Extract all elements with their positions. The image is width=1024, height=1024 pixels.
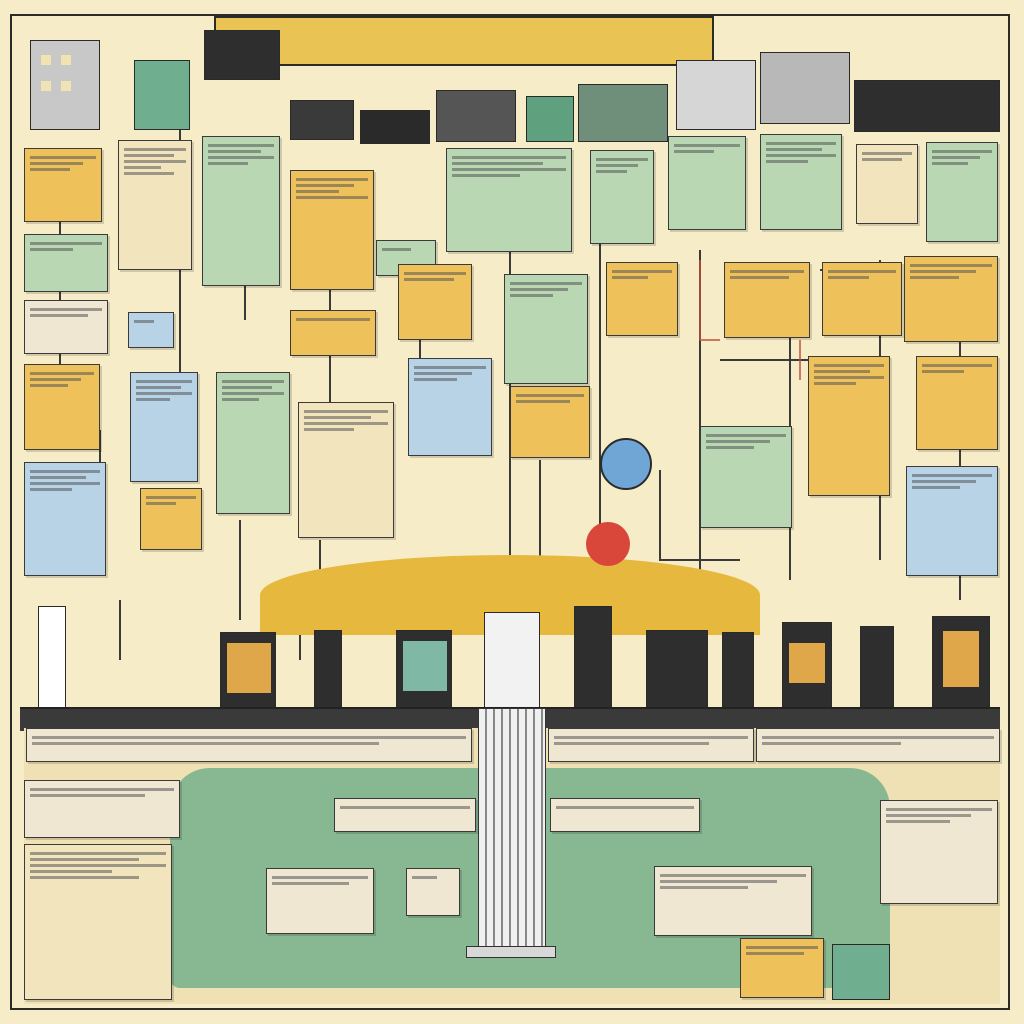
info-card bbox=[408, 358, 492, 456]
info-card bbox=[130, 372, 198, 482]
building-icon bbox=[204, 30, 280, 80]
house-icon bbox=[832, 944, 890, 1000]
central-column bbox=[478, 708, 546, 958]
bottom-panel bbox=[266, 868, 374, 934]
building-icon bbox=[722, 632, 754, 708]
house-icon bbox=[782, 622, 832, 708]
info-card bbox=[926, 142, 998, 242]
column-base bbox=[466, 946, 556, 958]
bottom-panel bbox=[740, 938, 824, 998]
info-card bbox=[202, 136, 280, 286]
building-icon bbox=[396, 630, 452, 708]
street-panel bbox=[548, 728, 754, 762]
bottom-panel bbox=[334, 798, 476, 832]
info-card bbox=[24, 364, 100, 450]
bottom-panel bbox=[406, 868, 460, 916]
info-card bbox=[118, 140, 192, 270]
info-card bbox=[24, 462, 106, 576]
info-card bbox=[504, 274, 588, 384]
info-card bbox=[760, 134, 842, 230]
building-icon bbox=[314, 630, 342, 708]
diagram-frame bbox=[10, 14, 1010, 1010]
info-card bbox=[290, 170, 374, 290]
info-card bbox=[510, 386, 590, 458]
info-card bbox=[128, 312, 174, 348]
building-icon bbox=[526, 96, 574, 142]
bottom-panel bbox=[654, 866, 812, 936]
building-icon bbox=[360, 110, 430, 144]
info-card bbox=[216, 372, 290, 514]
red-badge bbox=[586, 522, 630, 566]
building-icon bbox=[220, 632, 276, 708]
info-card bbox=[916, 356, 998, 450]
info-card bbox=[904, 256, 998, 342]
info-card bbox=[606, 262, 678, 336]
globe-icon bbox=[600, 438, 652, 490]
info-card bbox=[808, 356, 890, 496]
info-card bbox=[856, 144, 918, 224]
info-card bbox=[24, 234, 108, 292]
building-icon bbox=[760, 52, 850, 124]
info-card bbox=[398, 264, 472, 340]
house-icon bbox=[484, 612, 540, 708]
bottom-panel bbox=[24, 844, 172, 1000]
house-icon bbox=[860, 626, 894, 708]
tower-icon bbox=[30, 40, 100, 130]
title-banner bbox=[214, 16, 714, 66]
info-card bbox=[590, 150, 654, 244]
bottom-panel bbox=[880, 800, 998, 904]
info-card bbox=[724, 262, 810, 338]
info-card bbox=[906, 466, 998, 576]
factory-icon bbox=[290, 100, 354, 140]
bottom-panel bbox=[24, 780, 180, 838]
info-card bbox=[298, 402, 394, 538]
info-card bbox=[822, 262, 902, 336]
street-panel bbox=[756, 728, 1000, 762]
info-card bbox=[140, 488, 202, 550]
street-panel bbox=[26, 728, 472, 762]
building-icon bbox=[436, 90, 516, 142]
factory-icon bbox=[854, 80, 1000, 132]
building-icon bbox=[574, 606, 612, 708]
info-card bbox=[700, 426, 792, 528]
info-card bbox=[24, 148, 102, 222]
info-card bbox=[290, 310, 376, 356]
info-card bbox=[24, 300, 108, 354]
building-icon bbox=[578, 84, 668, 142]
building-icon bbox=[676, 60, 756, 130]
info-card bbox=[446, 148, 572, 252]
building-icon bbox=[932, 616, 990, 708]
tower-icon bbox=[38, 606, 66, 710]
building-icon bbox=[646, 630, 708, 708]
bottom-panel bbox=[550, 798, 700, 832]
info-card bbox=[668, 136, 746, 230]
building-icon bbox=[134, 60, 190, 130]
